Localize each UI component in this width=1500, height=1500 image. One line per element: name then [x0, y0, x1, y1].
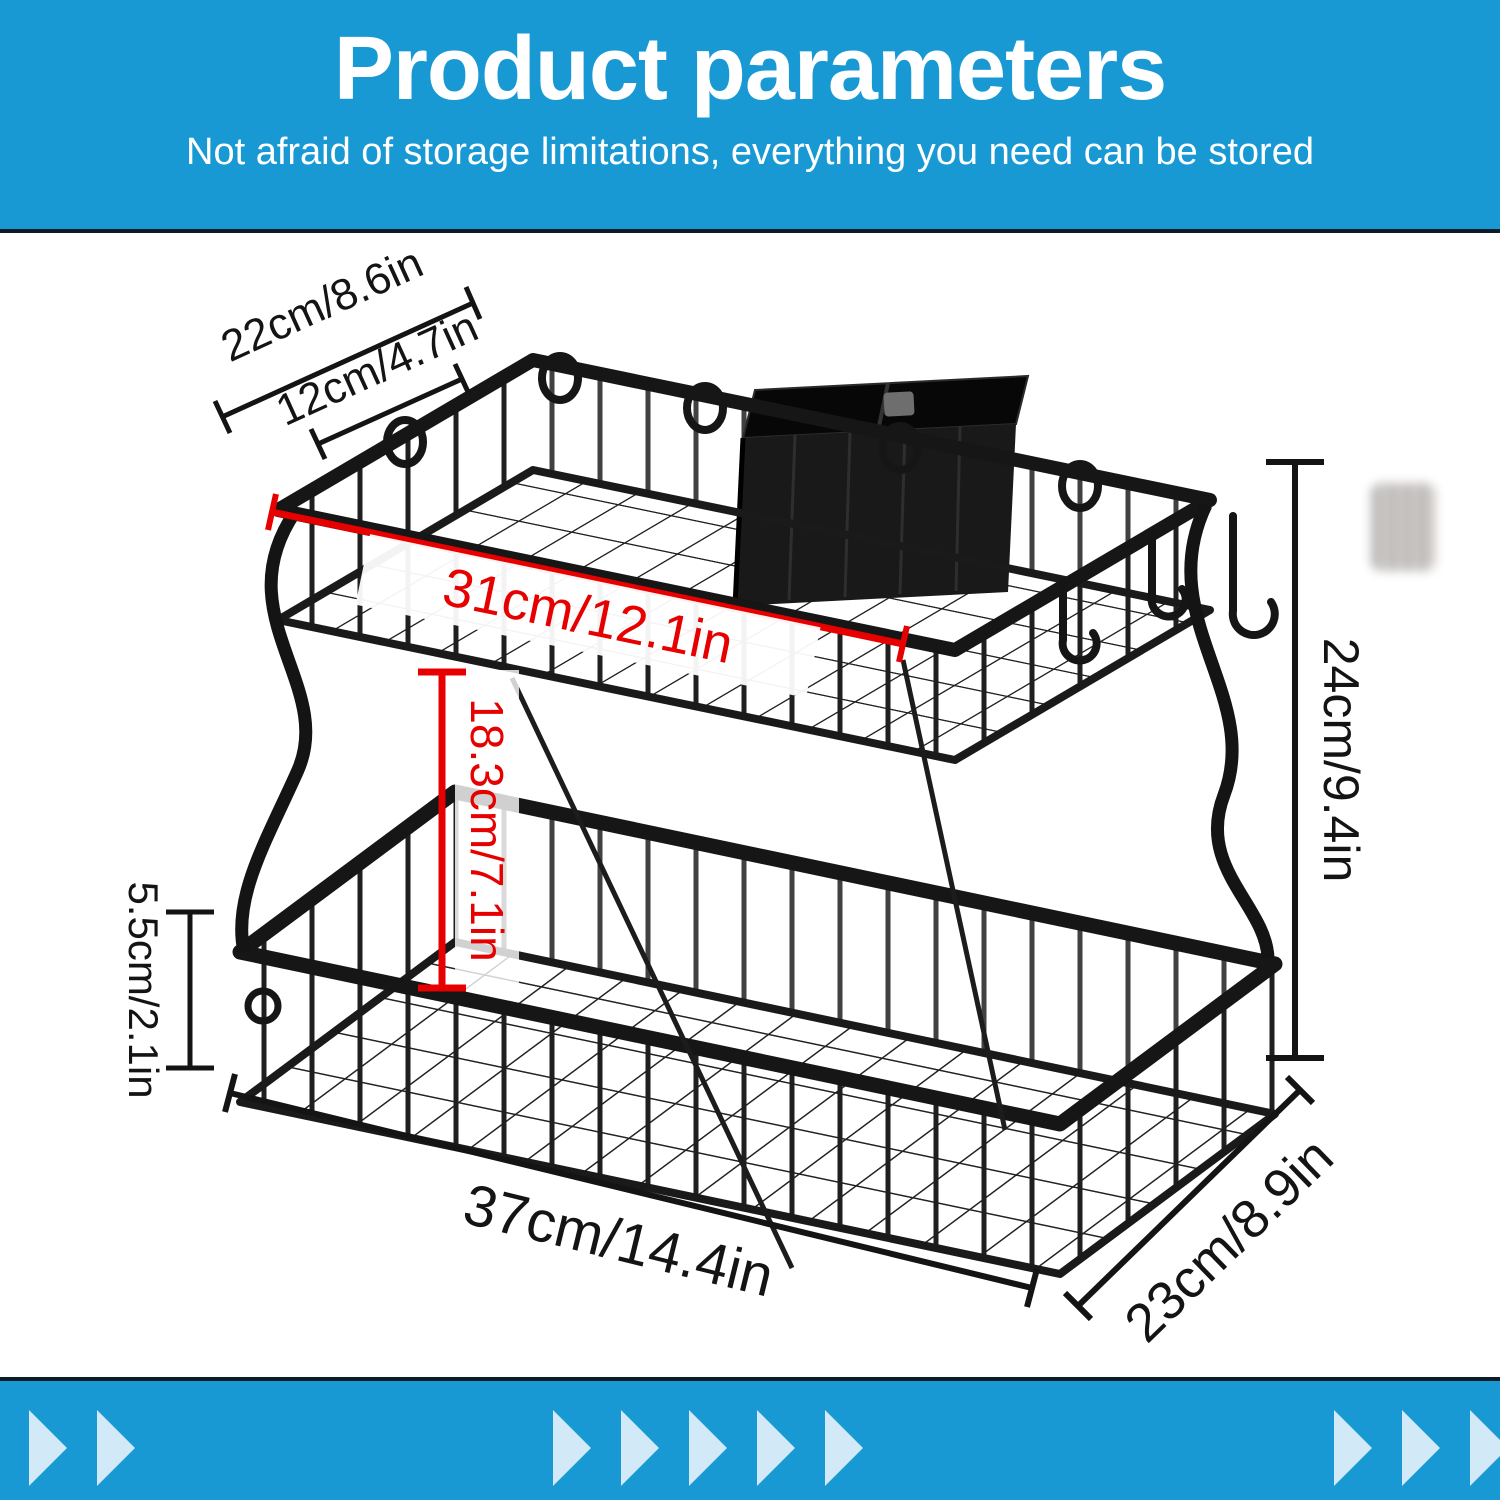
arrow-group-left [29, 1410, 135, 1486]
dimension-total-height: 24cm/9.4in [1266, 459, 1369, 1061]
right-triangle-icon [97, 1410, 135, 1486]
bottom-basket-back-wires [455, 792, 1275, 1114]
product-illustration: 22cm/8.6in 12cm/4.7in 31cm/12.1in [120, 238, 1369, 1354]
svg-text:18.3cm/7.1in: 18.3cm/7.1in [461, 698, 513, 961]
bottom-basket-rim [232, 784, 1283, 1132]
right-frame [1184, 502, 1275, 959]
top-basket-rim [271, 353, 1217, 657]
arrow-group-middle [553, 1410, 863, 1486]
utensil-holder-clip [883, 391, 915, 417]
dimension-label-backdrop [355, 534, 821, 698]
bottom-loop-hook [244, 987, 282, 1025]
left-frame [235, 508, 313, 954]
top-basket-right-wires [955, 500, 1210, 760]
top-basket-lower-rim [274, 466, 1214, 764]
product-diagram: 22cm/8.6in 12cm/4.7in 31cm/12.1in [0, 233, 1500, 1377]
header-banner: Product parameters Not afraid of storage… [0, 0, 1500, 233]
right-triangle-icon [825, 1410, 863, 1486]
right-triangle-icon [757, 1410, 795, 1486]
footer-banner [0, 1377, 1500, 1500]
side-frames [235, 502, 1275, 1270]
cross-brace [900, 659, 1008, 1131]
j-hooks [1058, 512, 1279, 665]
right-triangle-icon [553, 1410, 591, 1486]
arrow-group-right [1334, 1410, 1500, 1486]
cross-brace [509, 676, 795, 1270]
bottom-basket [232, 784, 1283, 1278]
bottom-basket-front-wires [240, 952, 1060, 1274]
dimension-bottom-basket-height: 5.5cm/2.1in [120, 881, 214, 1099]
right-triangle-icon [689, 1410, 727, 1486]
right-triangle-icon [1334, 1410, 1372, 1486]
page-subtitle: Not afraid of storage limitations, every… [186, 130, 1314, 173]
utensil-holder-divider [876, 382, 890, 432]
right-triangle-icon [621, 1410, 659, 1486]
right-triangle-icon [1470, 1410, 1500, 1486]
blur-artifact [1371, 483, 1435, 571]
svg-text:24cm/9.4in: 24cm/9.4in [1313, 638, 1369, 883]
svg-text:5.5cm/2.1in: 5.5cm/2.1in [120, 881, 167, 1098]
right-triangle-icon [29, 1410, 67, 1486]
page-title: Product parameters [333, 19, 1167, 119]
dimension-tier-gap-height: 18.3cm/7.1in [418, 668, 519, 992]
dimension-label-backdrop [455, 670, 519, 990]
right-triangle-icon [1402, 1410, 1440, 1486]
bottom-basket-right-wires [1060, 964, 1275, 1274]
loop-hooks [383, 352, 1102, 512]
